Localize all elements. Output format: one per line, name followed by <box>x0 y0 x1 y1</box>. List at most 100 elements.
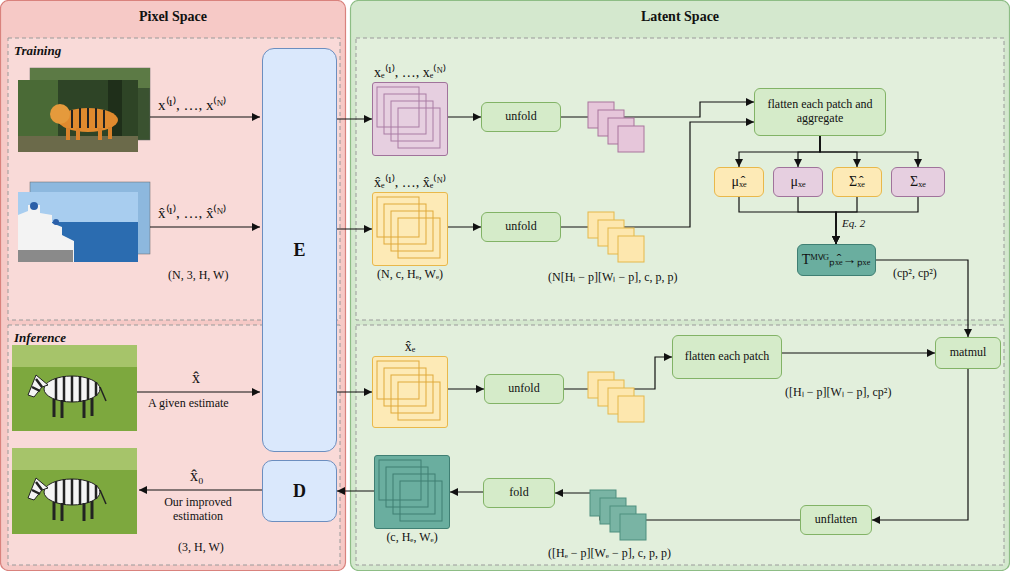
flow-arrow <box>739 197 836 244</box>
image-caption: Our improved estimation <box>146 495 250 524</box>
tiger-photo <box>18 80 138 152</box>
image-caption: A given estimate <box>148 396 229 410</box>
feature-map: xₑ⁽¹⁾, …, xₑ⁽ᴺ⁾ <box>372 82 448 156</box>
patch-stack <box>590 490 646 540</box>
box-label: unflatten <box>815 513 858 527</box>
tensor-shape: ([Hₑ − p][Wₑ − p], c, p, p) <box>548 546 671 560</box>
decoder-box: D <box>262 460 337 522</box>
operation-box: matmul <box>935 337 1001 369</box>
latent-space-panel <box>351 1 1010 571</box>
flow-arrow <box>782 352 935 353</box>
image-label: x̂₀ <box>190 466 204 485</box>
image-arrow <box>150 226 260 227</box>
operation-box: unfold <box>481 212 561 242</box>
feature-map-pane <box>398 382 440 420</box>
flow-arrow <box>450 491 483 492</box>
image-label: x⁽¹⁾, …, x⁽ᴺ⁾ <box>158 96 226 114</box>
tensor-shape: (c, Hₑ, Wₑ) <box>386 530 437 545</box>
feature-map-panes <box>375 456 449 528</box>
operation-box: flatten each patch <box>672 335 782 379</box>
tensor-name: x̂ₑ⁽¹⁾, …, x̂ₑ⁽ᴺ⁾ <box>374 172 446 191</box>
latent-space-panel <box>356 38 1004 320</box>
coast-photo <box>18 250 73 262</box>
operation-box: flatten each patch and aggregate <box>754 88 886 136</box>
latent-space-panel <box>356 325 1004 565</box>
patch-stack <box>620 514 646 540</box>
feature-map-pane <box>386 467 428 507</box>
box-label: μₓ̂ₑ <box>731 174 746 190</box>
box-label: flatten each patch and aggregate <box>759 98 881 126</box>
panel-heading: Pixel Space <box>0 9 346 25</box>
zebra-photo <box>12 448 137 534</box>
patch-stack <box>588 102 644 152</box>
coast-photo <box>30 202 38 210</box>
image-arrow <box>150 116 260 117</box>
operation-box: unflatten <box>800 505 872 535</box>
transform-box: Tᴹⱽᴳₚₓ̂ₑ→ₚₓₑ <box>797 244 876 276</box>
equation-reference: Eq. 2 <box>842 217 865 230</box>
patch-stack <box>618 126 644 152</box>
box-label: Σₓₑ <box>910 174 926 190</box>
statistic-box: μₓ̂ₑ <box>714 167 764 197</box>
tiger-photo <box>72 108 104 128</box>
box-label: unfold <box>505 220 536 234</box>
box-label: E <box>293 240 305 261</box>
feature-map-pane <box>384 368 426 406</box>
box-label: flatten each patch <box>685 350 770 364</box>
operation-box: unfold <box>481 102 561 132</box>
image-arrow <box>137 117 262 490</box>
flow-arrow <box>836 197 918 244</box>
feature-map: x̂ₑ⁽¹⁾, …, x̂ₑ⁽ᴺ⁾(N, c, Hₑ, Wₑ) <box>372 192 448 266</box>
feature-map-panes <box>373 83 447 155</box>
box-label: Σₓ̂ₑ <box>849 174 865 190</box>
flow-arrow <box>448 116 481 117</box>
feature-map: (c, Hₑ, Wₑ) <box>374 455 450 529</box>
flow-arrow <box>820 136 918 167</box>
feature-map-pane <box>391 375 433 413</box>
feature-map-pane <box>384 94 426 134</box>
pixel-space-panel <box>1 1 346 571</box>
panel-heading: Latent Space <box>350 9 1010 25</box>
flow-arrow <box>337 490 374 491</box>
feature-map-pane <box>384 204 426 244</box>
pixel-space-panel <box>1 1 346 571</box>
flow-arrow <box>798 197 836 244</box>
coast-photo <box>18 205 74 262</box>
feature-map-pane <box>400 481 442 521</box>
tensor-shape: ([Hₗ − p][Wₗ − p], cp²) <box>785 385 891 399</box>
coast-photo <box>18 182 150 262</box>
region-label: Inference <box>14 330 66 346</box>
tiger-photo <box>68 127 110 140</box>
patch-stack <box>588 212 644 262</box>
box-label: Tᴹⱽᴳₚₓ̂ₑ→ₚₓₑ <box>802 252 870 268</box>
flow-arrow <box>337 118 372 119</box>
space-panel: Latent Space xₑ⁽¹⁾, …, xₑ⁽ᴺ⁾ unfold x̂ₑ⁽¹⁾,… <box>350 0 1010 571</box>
image-label: x̂⁽¹⁾, …, x̂⁽ᴺ⁾ <box>158 204 226 222</box>
tensor-shape: (3, H, W) <box>178 540 224 554</box>
patch-stack <box>588 372 644 422</box>
tensor-shape: (N, 3, H, W) <box>168 268 228 282</box>
feature-map-panes <box>373 193 447 265</box>
flow-arrow <box>739 136 820 167</box>
flow-arrow <box>876 260 969 337</box>
encoder-box: E <box>262 48 337 452</box>
tensor-shape: (N, c, Hₑ, Wₑ) <box>377 267 443 282</box>
feature-map-panes <box>373 357 447 427</box>
image-label: x̂ <box>192 368 200 387</box>
statistic-box: μₓₑ <box>773 167 823 197</box>
tensor-name: x̂ₑ <box>405 339 416 355</box>
zebra-photo <box>12 345 137 431</box>
box-label: unfold <box>508 382 539 396</box>
flow-arrow <box>448 226 481 227</box>
region-label: Training <box>14 43 61 59</box>
feature-map-pane <box>393 474 435 514</box>
flow-arrow <box>448 388 484 389</box>
feature-map: x̂ₑ <box>372 356 448 428</box>
box-label: D <box>293 481 306 502</box>
coast-photo <box>53 219 59 225</box>
operation-box: fold <box>483 478 555 508</box>
patch-stack <box>618 396 644 422</box>
feature-map-pane <box>391 211 433 251</box>
feature-map-pane <box>391 101 433 141</box>
operation-box: unfold <box>484 374 564 404</box>
